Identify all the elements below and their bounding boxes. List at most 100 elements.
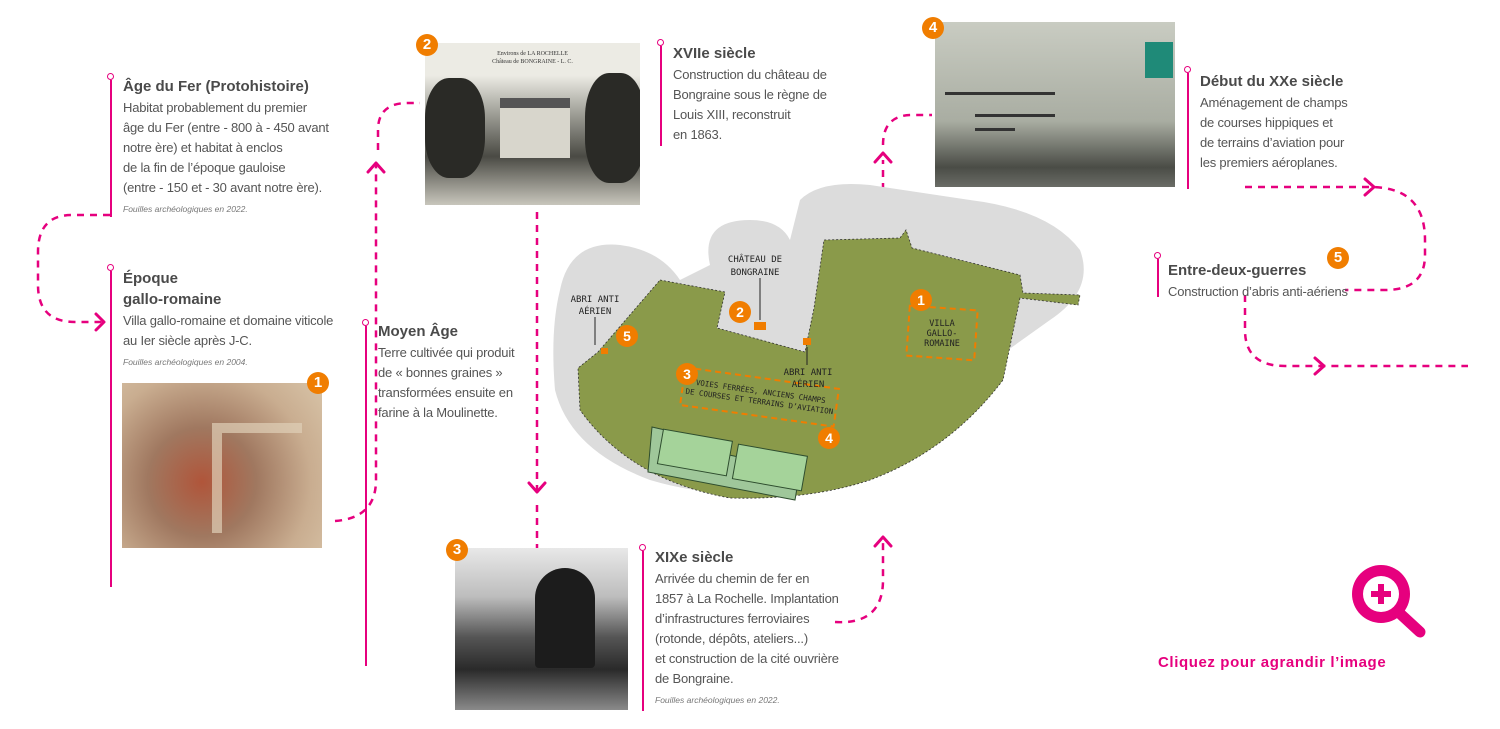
badge-3: 3 [446, 539, 468, 561]
airplane-wing [975, 114, 1055, 117]
marker-abri-center [803, 338, 811, 345]
period-text-line: au Ier siècle après J-C. [123, 333, 252, 348]
arrow-right-icon [1313, 356, 1326, 376]
timeline-marker [1154, 252, 1161, 297]
period-xviie-siecle: XVIIe siècle Construction du château de … [673, 44, 853, 145]
period-text-line: notre ère) et habitat à enclos [123, 140, 283, 155]
arrow-down-icon [527, 481, 547, 494]
period-moyen-age: Moyen Âge Terre cultivée qui produit de … [378, 322, 548, 423]
arrow-right-icon [94, 312, 106, 332]
period-text-line: transformées ensuite en [378, 385, 513, 400]
svg-text:5: 5 [623, 328, 631, 344]
postcard-caption: Château de BONGRAINE - L. C. [492, 59, 573, 65]
period-text-line: Louis XIII, reconstruit [673, 107, 791, 122]
period-text-line: Construction du château de [673, 67, 827, 82]
period-text-line: de la fin de l’époque gauloise [123, 160, 286, 175]
arrow-right-icon [1363, 177, 1376, 197]
period-source: Fouilles archéologiques en 2022. [123, 204, 248, 214]
period-text-line: Habitat probablement du premier [123, 100, 307, 115]
period-title: Moyen Âge [378, 323, 459, 340]
period-text-line: Villa gallo-romaine et domaine viticole [123, 313, 334, 328]
connector-10 [1243, 295, 1468, 368]
period-text-line: de « bonnes graines » [378, 365, 503, 380]
football-fields [647, 426, 808, 501]
timeline-marker [107, 73, 114, 217]
map-green-area [577, 229, 1081, 499]
chateau-building [500, 98, 570, 158]
period-text-line: Terre cultivée qui produit [378, 345, 515, 360]
badge-2: 2 [416, 34, 438, 56]
period-debut-xxe-siecle: Début du XXe siècle Aménagement de champ… [1200, 72, 1380, 173]
map-badge-4: 4 [818, 427, 840, 449]
period-text-line: d’infrastructures ferroviaires [655, 611, 810, 626]
period-text-line: de terrains d’aviation pour [1200, 135, 1345, 150]
map-badge-5: 5 [616, 325, 638, 347]
connector-9 [1245, 185, 1427, 292]
period-source: Fouilles archéologiques en 2004. [123, 357, 248, 367]
timeline-marker [1184, 66, 1191, 189]
connector-8 [881, 113, 932, 146]
svg-text:2: 2 [736, 304, 744, 320]
period-text-line: de Bongraine. [655, 671, 734, 686]
postage-stamp [1145, 42, 1173, 78]
period-text-line: Construction d’abris anti-aériens [1168, 284, 1348, 299]
connector-3-4 [376, 101, 420, 150]
period-text-line: les premiers aéroplanes. [1200, 155, 1338, 170]
period-text-line: et construction de la cité ouvrière [655, 651, 839, 666]
period-text-line: âge du Fer (entre - 800 à - 450 avant [123, 120, 329, 135]
enlarge-image-link[interactable]: Cliquez pour agrandir l’image [1158, 654, 1387, 671]
badge-1: 1 [307, 372, 329, 394]
period-title: Époque [123, 270, 178, 287]
period-title: XIXe siècle [655, 549, 734, 566]
period-text-line: de courses hippiques et [1200, 115, 1333, 130]
period-entre-deux-guerres: Entre-deux-guerres Construction d’abris … [1168, 261, 1358, 302]
period-title: XVIIe siècle [673, 45, 756, 62]
svg-text:4: 4 [825, 430, 833, 446]
timeline-marker [362, 319, 369, 666]
period-text-line: (entre - 150 et - 30 avant notre ère). [123, 180, 323, 195]
period-source: Fouilles archéologiques en 2022. [655, 695, 780, 705]
timeline-marker [639, 544, 646, 711]
marker-abri-left [601, 348, 608, 354]
period-text-line: farine à la Moulinette. [378, 405, 498, 420]
svg-text:3: 3 [683, 366, 691, 382]
connector-6 [834, 540, 885, 624]
marker-chateau [754, 322, 766, 330]
connector-2-3 [334, 165, 378, 523]
period-text-line: Aménagement de champs [1200, 95, 1348, 110]
map-badge-3: 3 [676, 363, 698, 385]
airplane-wing [975, 128, 1015, 131]
photo-excavation[interactable] [122, 383, 322, 548]
timeline-marker [657, 39, 664, 146]
photo-chateau-postcard[interactable]: Environs de LA ROCHELLE Château de BONGR… [425, 43, 640, 205]
period-text-line: 1857 à La Rochelle. Implantation [655, 591, 839, 606]
period-age-du-fer: Âge du Fer (Protohistoire) Habitat proba… [123, 77, 363, 214]
arrow-up-icon [873, 535, 893, 548]
period-title: Âge du Fer (Protohistoire) [123, 78, 309, 95]
period-text-line: Bongraine sous le règne de [673, 87, 827, 102]
period-title: Début du XXe siècle [1200, 73, 1344, 90]
period-title: Entre-deux-guerres [1168, 262, 1307, 279]
map-badge-2: 2 [729, 301, 751, 323]
connector-1-2 [36, 213, 110, 324]
timeline-marker [107, 264, 114, 587]
postcard-caption: Environs de LA ROCHELLE [497, 51, 568, 57]
svg-text:1: 1 [917, 292, 925, 308]
tree [585, 73, 640, 183]
photo-airplane-postcard[interactable] [935, 22, 1175, 187]
period-text-line: Arrivée du chemin de fer en [655, 571, 810, 586]
railway-zone [678, 366, 841, 428]
locomotive [535, 568, 595, 668]
tree [425, 78, 485, 178]
zoom-in-magnifier-icon[interactable] [1348, 562, 1428, 640]
photo-locomotive[interactable] [455, 548, 628, 710]
arrow-up-icon [873, 151, 893, 164]
period-gallo-romaine: Époque gallo-romaine Villa gallo-romaine… [123, 269, 343, 367]
arrow-up-icon [366, 161, 386, 174]
